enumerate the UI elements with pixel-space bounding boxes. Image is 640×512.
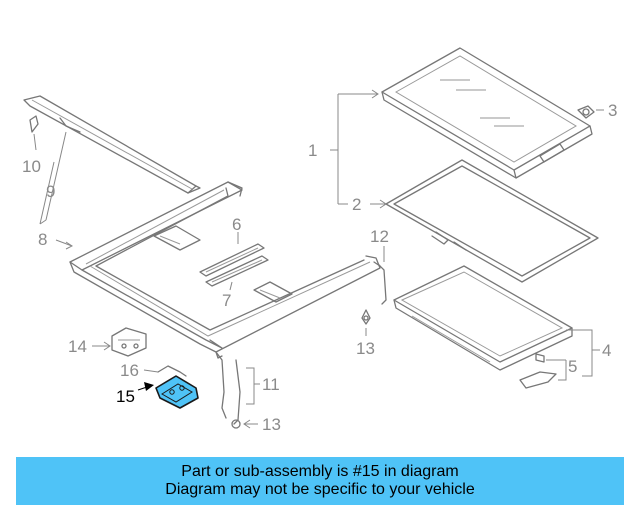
part-info-banner: Part or sub-assembly is #15 in diagram D… — [16, 457, 624, 505]
callout-3: 3 — [608, 101, 617, 120]
wind-deflector-part — [23, 95, 201, 194]
glass-panel-part — [381, 47, 593, 179]
leader-lines — [33, 89, 604, 429]
screw-part-3 — [577, 105, 595, 119]
drain-tube-part-11 — [215, 351, 241, 429]
callout-7: 7 — [222, 291, 231, 310]
parts-diagram: 1 2 3 4 5 6 7 8 9 10 11 12 13 13 14 15 1… — [22, 47, 617, 434]
callout-11: 11 — [262, 375, 280, 394]
callout-13-lower: 13 — [262, 415, 281, 434]
sunroof-frame-part — [69, 181, 381, 359]
callout-16: 16 — [120, 361, 139, 380]
grommet-part-13 — [361, 309, 371, 325]
guide-rail-part-7 — [205, 255, 269, 287]
callout-2: 2 — [352, 195, 361, 214]
banner-line-1: Part or sub-assembly is #15 in diagram — [181, 463, 459, 480]
sunshade-handle-part-5 — [519, 353, 557, 389]
clip-part-10 — [29, 115, 39, 133]
callout-8: 8 — [38, 230, 47, 249]
cable-part-16 — [157, 365, 187, 377]
callout-5: 5 — [568, 357, 577, 376]
callout-15: 15 — [116, 387, 135, 406]
motor-bracket-part-14 — [111, 327, 147, 357]
sunshade-panel-part — [393, 265, 573, 371]
callout-10: 10 — [22, 157, 41, 176]
callout-13-upper: 13 — [356, 339, 375, 358]
callout-labels: 1 2 3 4 5 6 7 8 9 10 11 12 13 13 14 15 1… — [22, 101, 617, 434]
callout-9: 9 — [46, 182, 55, 201]
callout-12: 12 — [370, 227, 389, 246]
callout-6: 6 — [232, 215, 241, 234]
banner-line-2: Diagram may not be specific to your vehi… — [165, 481, 475, 498]
drain-hose-part-12 — [373, 261, 387, 305]
callout-14: 14 — [68, 337, 87, 356]
glass-seal-part — [385, 159, 599, 283]
callout-4: 4 — [602, 341, 611, 360]
guide-rail-part-6 — [199, 243, 265, 277]
highlighted-part-15[interactable] — [155, 375, 199, 409]
callout-1: 1 — [308, 141, 317, 160]
